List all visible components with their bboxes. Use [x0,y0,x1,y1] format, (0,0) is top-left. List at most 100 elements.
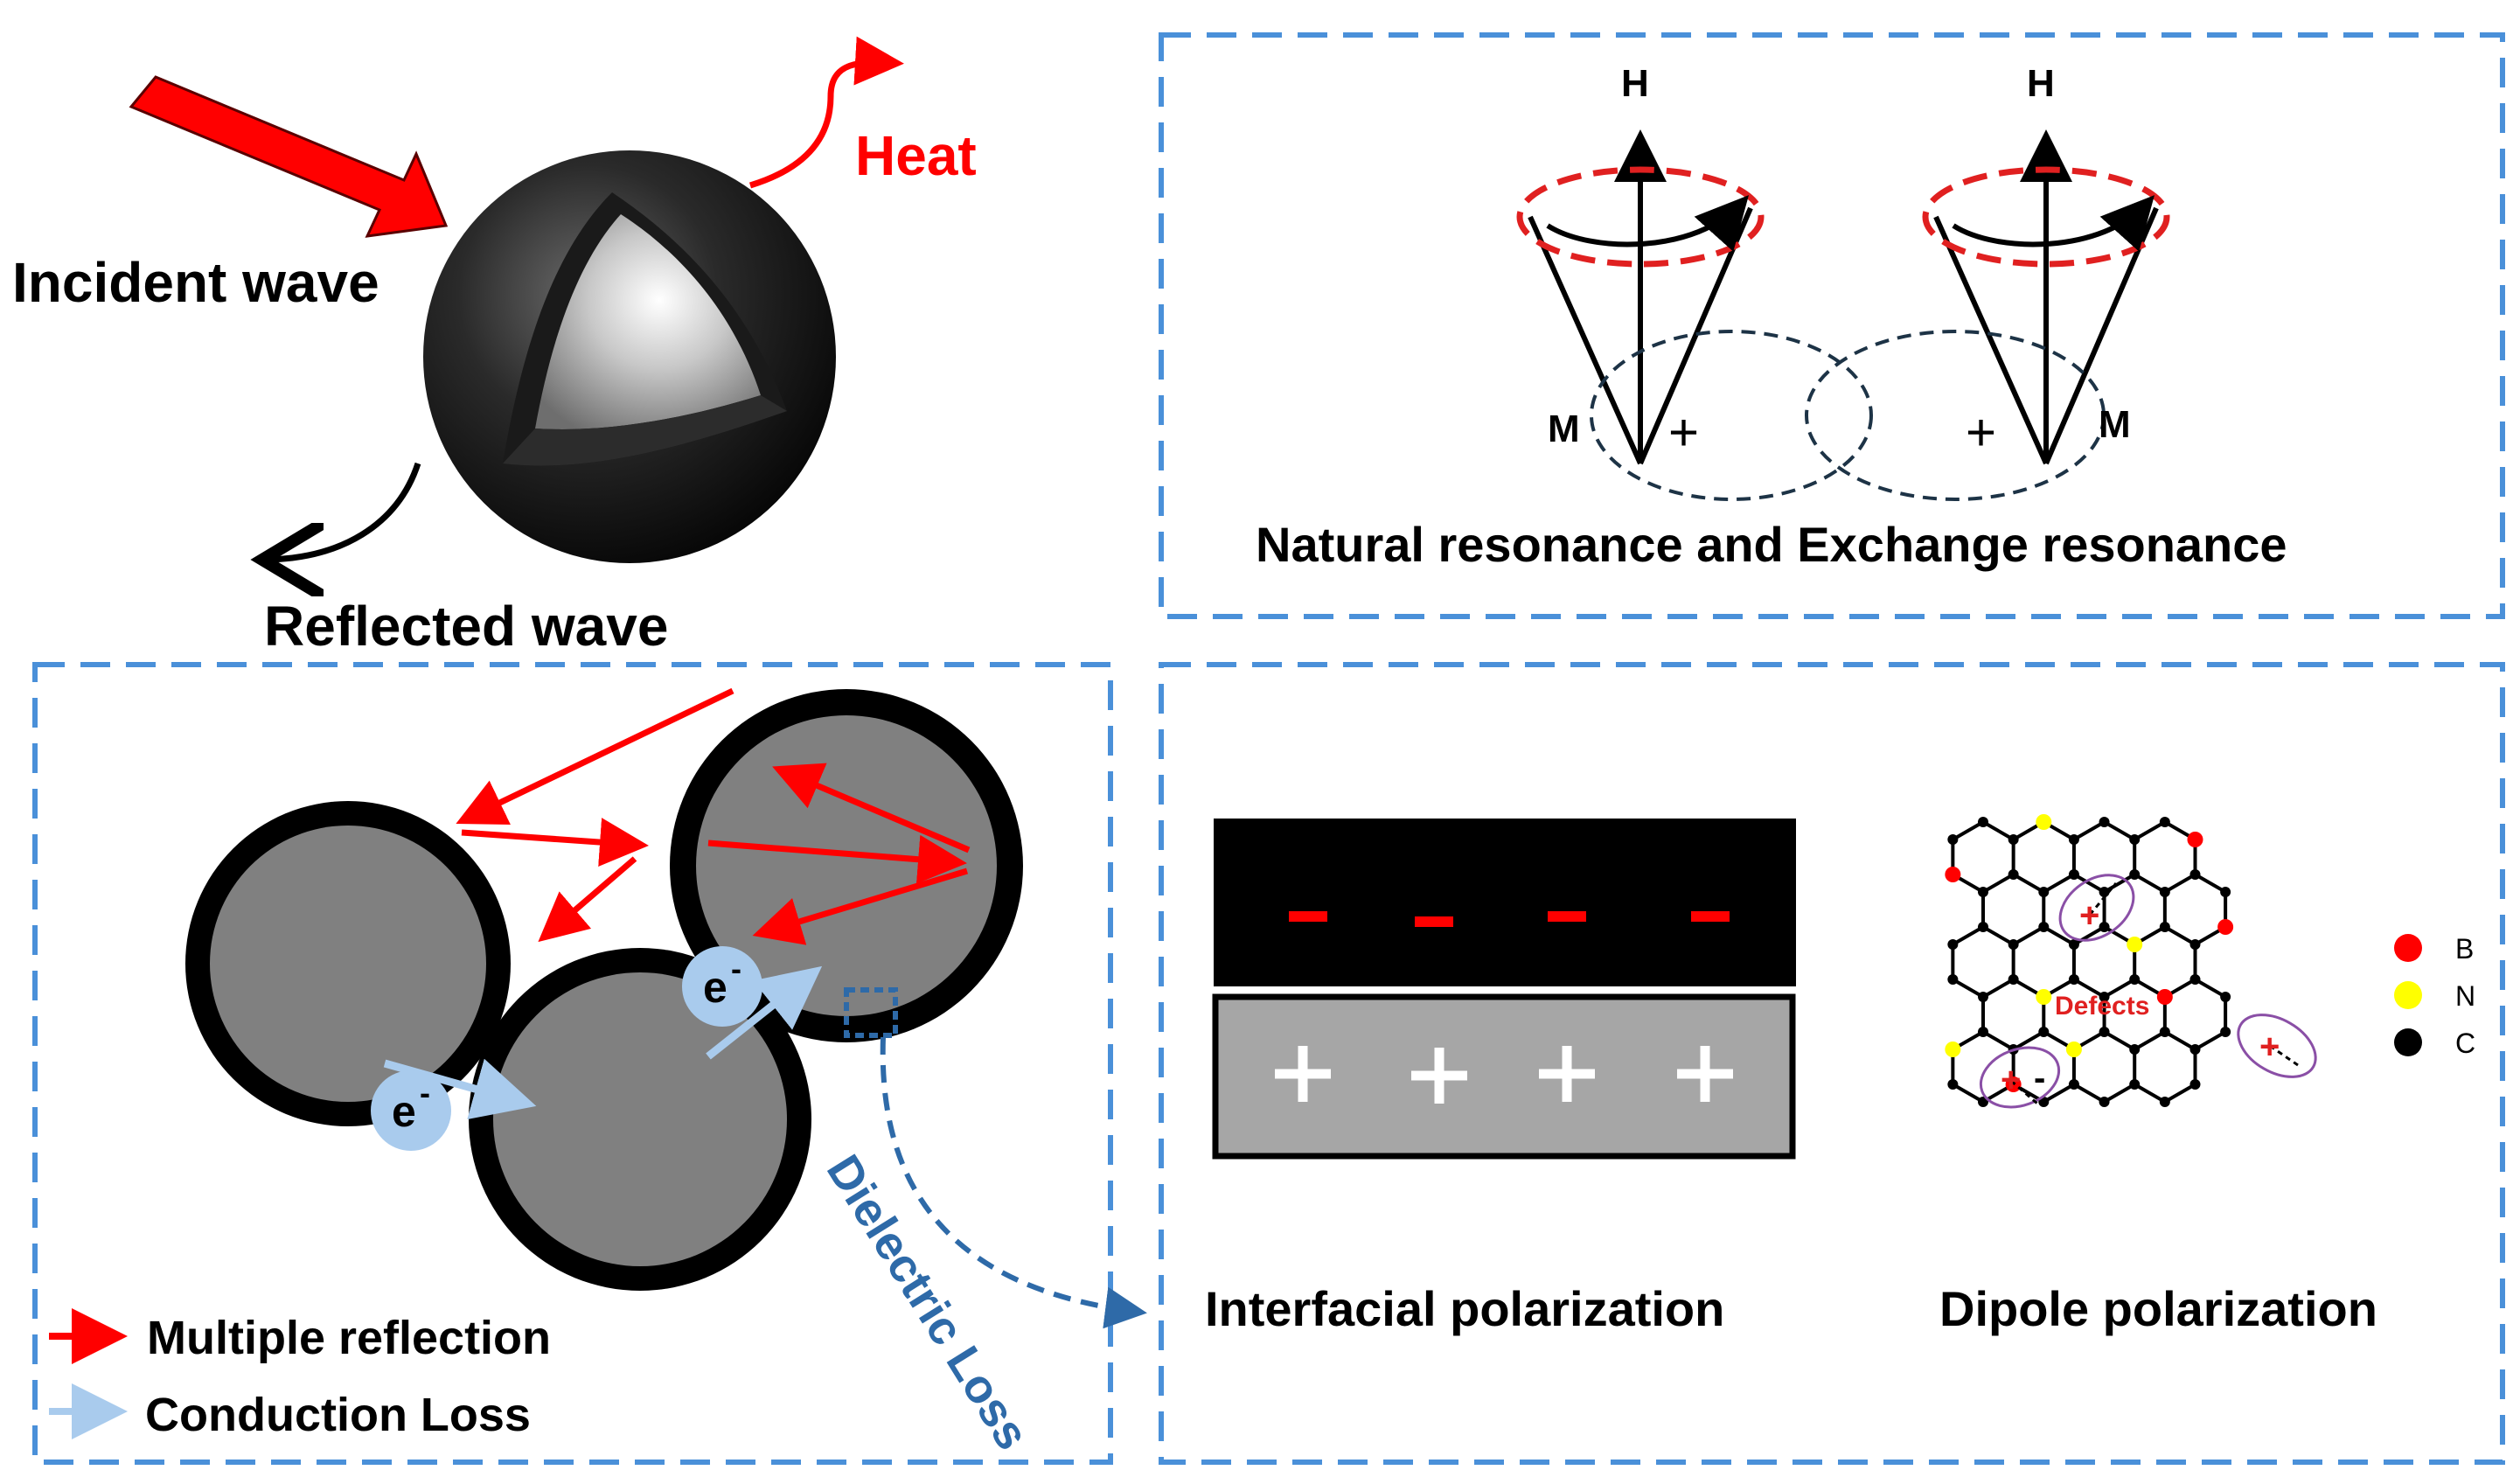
lattice-atom [2038,887,2050,897]
lattice-atom [1978,1027,1988,1037]
lattice-bond [1952,925,1984,946]
dipole-plus-3: + [2259,1028,2280,1066]
lattice-atom [2159,1097,2170,1107]
lattice-atom [1947,834,1959,845]
incident-wave-label: Incident wave [12,251,379,314]
dielectric-loss-label: Dielectric Loss [817,1146,1039,1460]
negative-layer [1214,819,1796,986]
lattice-bond [2072,978,2106,999]
lattice-atom [2038,1027,2050,1037]
lattice-bond [2134,820,2166,841]
lattice-bond [1982,873,2015,894]
lattice-atom [2129,1079,2141,1090]
reflected-wave-label: Reflected wave [264,595,668,658]
lattice-bond [2163,925,2196,946]
incident-wave-arrow [129,75,449,238]
lattice-bond [2134,873,2166,894]
m-label-right: M [2099,403,2131,446]
particles-panel-border [32,662,1113,1465]
lattice-bond [2163,1030,2196,1051]
lattice-atom [2099,1027,2110,1037]
lattice-bond [2072,1083,2106,1104]
lattice-bond [2043,1083,2075,1104]
lattice-atom [2068,939,2079,950]
lattice-bond [2103,1083,2136,1104]
lattice-bond [1952,820,1984,841]
legend-conduction-loss: Conduction Loss [145,1389,531,1441]
lattice-bond [2103,820,2136,841]
lattice-atom [2008,834,2019,845]
lattice-atom [2038,922,2050,932]
m-label-left: M [1548,408,1580,450]
electron-charge: - [420,1075,430,1111]
lattice-atom [1947,974,1959,985]
lattice-atom [2008,974,2019,985]
interfacial-caption: Interfacial polarization [1205,1281,1724,1336]
hex-lattice [1945,814,2234,1107]
lattice-atom [2159,887,2170,897]
interface-zoom-box [844,987,898,1038]
dipole-ellipses [1979,874,2317,1109]
lattice-atom [2129,869,2141,880]
heat-arrow [748,36,904,189]
legend-multiple-reflection: Multiple reflection [147,1312,551,1364]
lattice-atom [2129,834,2141,845]
electron-left: e - [371,1070,451,1151]
lattice-atom [1945,1042,1961,1057]
lattice-atom [2099,922,2110,932]
lattice-atom [2099,887,2110,897]
lattice-atom [1945,867,1961,882]
lattice-atom [1947,1079,1959,1090]
conduction-arrows [383,965,823,1119]
lattice-atom [2068,869,2079,880]
particle-center [469,948,811,1291]
lattice-atom [2036,989,2052,1005]
legend-atom-n-label: N [2455,980,2475,1012]
electron-charge: - [731,951,741,986]
legend-atom-c-swatch [2394,1028,2422,1056]
legend-atom-c-label: C [2455,1028,2475,1059]
lattice-atom [2129,974,2141,985]
dipole-plus-1: + [2079,896,2099,935]
lattice-bond [2103,1030,2136,1051]
multiple-reflection-arrows [456,687,971,945]
lattice-bond [2194,1030,2227,1051]
lattice-atom [2187,832,2203,847]
lattice-atom [2068,834,2079,845]
exchange-domain-left [1590,330,1873,501]
magnetic-caption: Natural resonance and Exchange resonance [1256,517,2287,572]
lattice-atom [2159,922,2170,932]
sphere-core [535,214,761,429]
lattice-bond [2043,925,2075,946]
lattice-atom [2189,1079,2201,1090]
electron-label: e [392,1087,416,1136]
lattice-atom [2099,817,2110,827]
lattice-bond [2194,978,2227,999]
lattice-bond [2103,873,2136,894]
lattice-atom [2036,814,2052,830]
lattice-atom [2156,989,2173,1005]
lattice-atom [2220,992,2231,1002]
particle-left [185,801,511,1126]
lattice-atom [2008,869,2019,880]
lattice-bond [2012,873,2045,894]
lattice-bond [2072,873,2106,894]
dipole-caption: Dipole polarization [1939,1281,2377,1336]
legend: Multiple reflection Conduction Loss [49,1308,551,1441]
lattice-atom [2068,974,2079,985]
legend-atom-n-swatch [2394,981,2422,1009]
precession-cone-right [1922,129,2170,465]
reflected-wave-arrow [262,462,421,560]
lattice-atom [1978,922,1988,932]
electron-label: e [703,963,727,1012]
lattice-bond [2194,873,2227,894]
lattice-bond [2163,873,2196,894]
dipole-minus-2: - [2034,1059,2045,1097]
precession-orbit-left [1516,166,1765,268]
electron-right: e - [682,946,762,1027]
lattice-bond [1952,978,1984,999]
lattice-atom [1978,887,1988,897]
lattice-bond [2012,925,2045,946]
lattice-atom [2189,869,2201,880]
